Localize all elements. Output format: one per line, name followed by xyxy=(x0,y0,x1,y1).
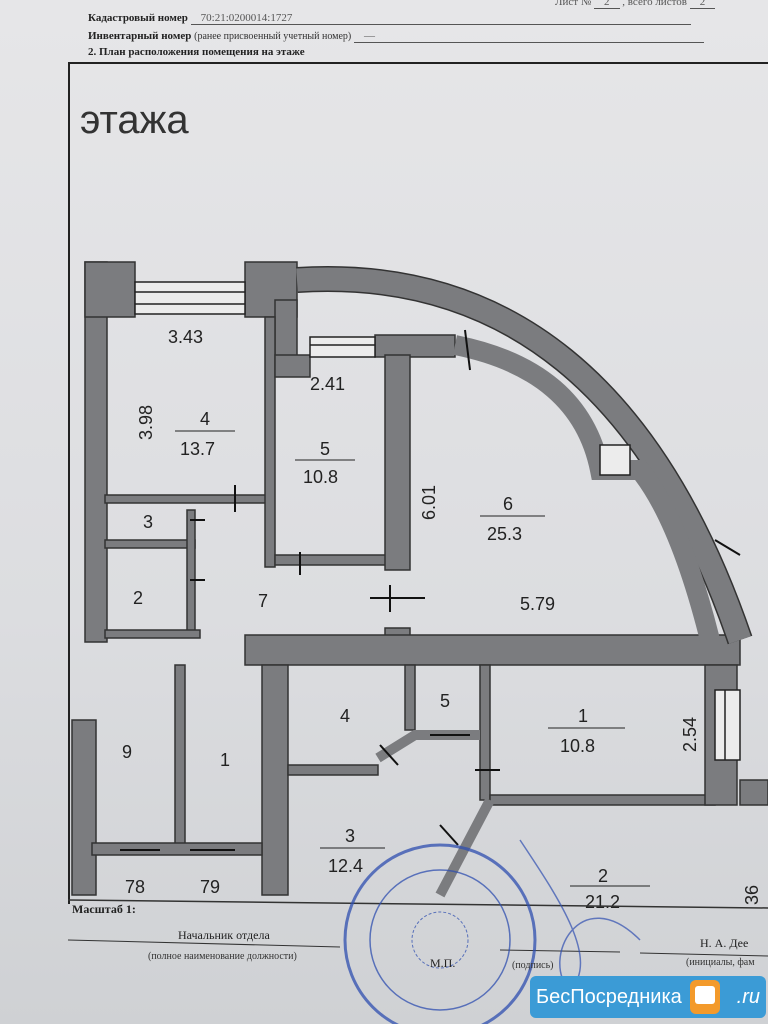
floor-title: этажа xyxy=(80,98,189,142)
room-labels: 3.43 3.98 4 13.7 2.41 5 10.8 6.01 6 25.3… xyxy=(122,327,762,912)
total-number: 2 xyxy=(689,0,716,9)
inventory-value: — xyxy=(354,30,705,43)
name-line xyxy=(639,952,768,957)
room4-height: 3.98 xyxy=(136,405,156,440)
room6-area: 25.3 xyxy=(487,524,522,544)
signer-name: Н. А. Дее xyxy=(700,936,749,950)
watermark-text: БесПосредника xyxy=(536,986,682,1008)
signature-hint: (подпись) xyxy=(512,960,554,971)
room6-height: 6.01 xyxy=(419,485,439,520)
door-marks xyxy=(120,329,741,851)
lower-room4-number: 4 xyxy=(340,706,350,726)
room5-area: 10.8 xyxy=(303,467,338,487)
scale-label: Масштаб 1: xyxy=(72,902,136,916)
lower-room2-area: 21.2 xyxy=(585,892,620,912)
lower-room1r-dim: 2.54 xyxy=(680,717,700,752)
total-label: , всего листов xyxy=(622,0,687,8)
lower-room1r-area: 10.8 xyxy=(560,736,595,756)
room5-number: 5 xyxy=(320,439,330,459)
lower-room3-number: 3 xyxy=(345,826,355,846)
lower-room1-number: 1 xyxy=(220,750,230,770)
mascot-icon xyxy=(690,980,720,1014)
signer-name-hint: (инициалы, фам xyxy=(686,957,755,968)
lower-room9-number: 9 xyxy=(122,742,132,762)
room4-number: 4 xyxy=(200,409,210,429)
position-hint: (полное наименование должности) xyxy=(148,951,297,962)
diagonal-wall xyxy=(375,730,480,763)
lower-room2-number: 2 xyxy=(598,866,608,886)
lower-room3-area: 12.4 xyxy=(328,856,363,876)
position-title: Начальник отдела xyxy=(178,928,270,942)
sheet-label: Лист № xyxy=(555,0,592,8)
walls xyxy=(71,261,768,896)
room6-width: 5.79 xyxy=(520,594,555,614)
lower-room5-number: 5 xyxy=(440,691,450,711)
room2-number: 2 xyxy=(133,588,143,608)
sheet-info: Лист № 2 , всего листов 2 xyxy=(555,0,716,9)
inventory-row: Инвентарный номер (ранее присвоенный уче… xyxy=(88,30,705,43)
stamp-place: М.П. xyxy=(430,956,456,970)
apt-36: 36 xyxy=(742,885,762,905)
signature-line xyxy=(499,949,621,953)
room6-number: 6 xyxy=(503,494,513,514)
room4-width: 3.43 xyxy=(168,327,203,347)
watermark-badge: БесПосредника .ru xyxy=(530,976,766,1018)
section-title: 2. План расположения помещения на этаже xyxy=(88,46,305,58)
sheet-number: 2 xyxy=(594,0,620,9)
cadastral-value: 70:21:0200014:1727 xyxy=(190,12,691,25)
watermark-suffix: .ru xyxy=(736,986,760,1008)
inventory-hint: (ранее присвоенный учетный номер) xyxy=(194,31,352,42)
cadastral-label: Кадастровый номер xyxy=(88,12,188,24)
apt-79: 79 xyxy=(200,877,220,897)
cadastral-row: Кадастровый номер 70:21:0200014:1727 xyxy=(88,12,691,25)
windows xyxy=(134,281,741,761)
lower-room1r-number: 1 xyxy=(578,706,588,726)
room4-area: 13.7 xyxy=(180,439,215,459)
position-line xyxy=(67,939,341,948)
curved-outer-wall-fill xyxy=(296,267,751,644)
inventory-label: Инвентарный номер xyxy=(88,30,192,42)
apt-78: 78 xyxy=(125,877,145,897)
plan-frame xyxy=(68,62,768,904)
official-stamp xyxy=(343,843,537,1024)
room7-number: 7 xyxy=(258,591,268,611)
plan-bottom-border xyxy=(67,899,768,909)
room3-number: 3 xyxy=(143,512,153,532)
room5-width: 2.41 xyxy=(310,374,345,394)
